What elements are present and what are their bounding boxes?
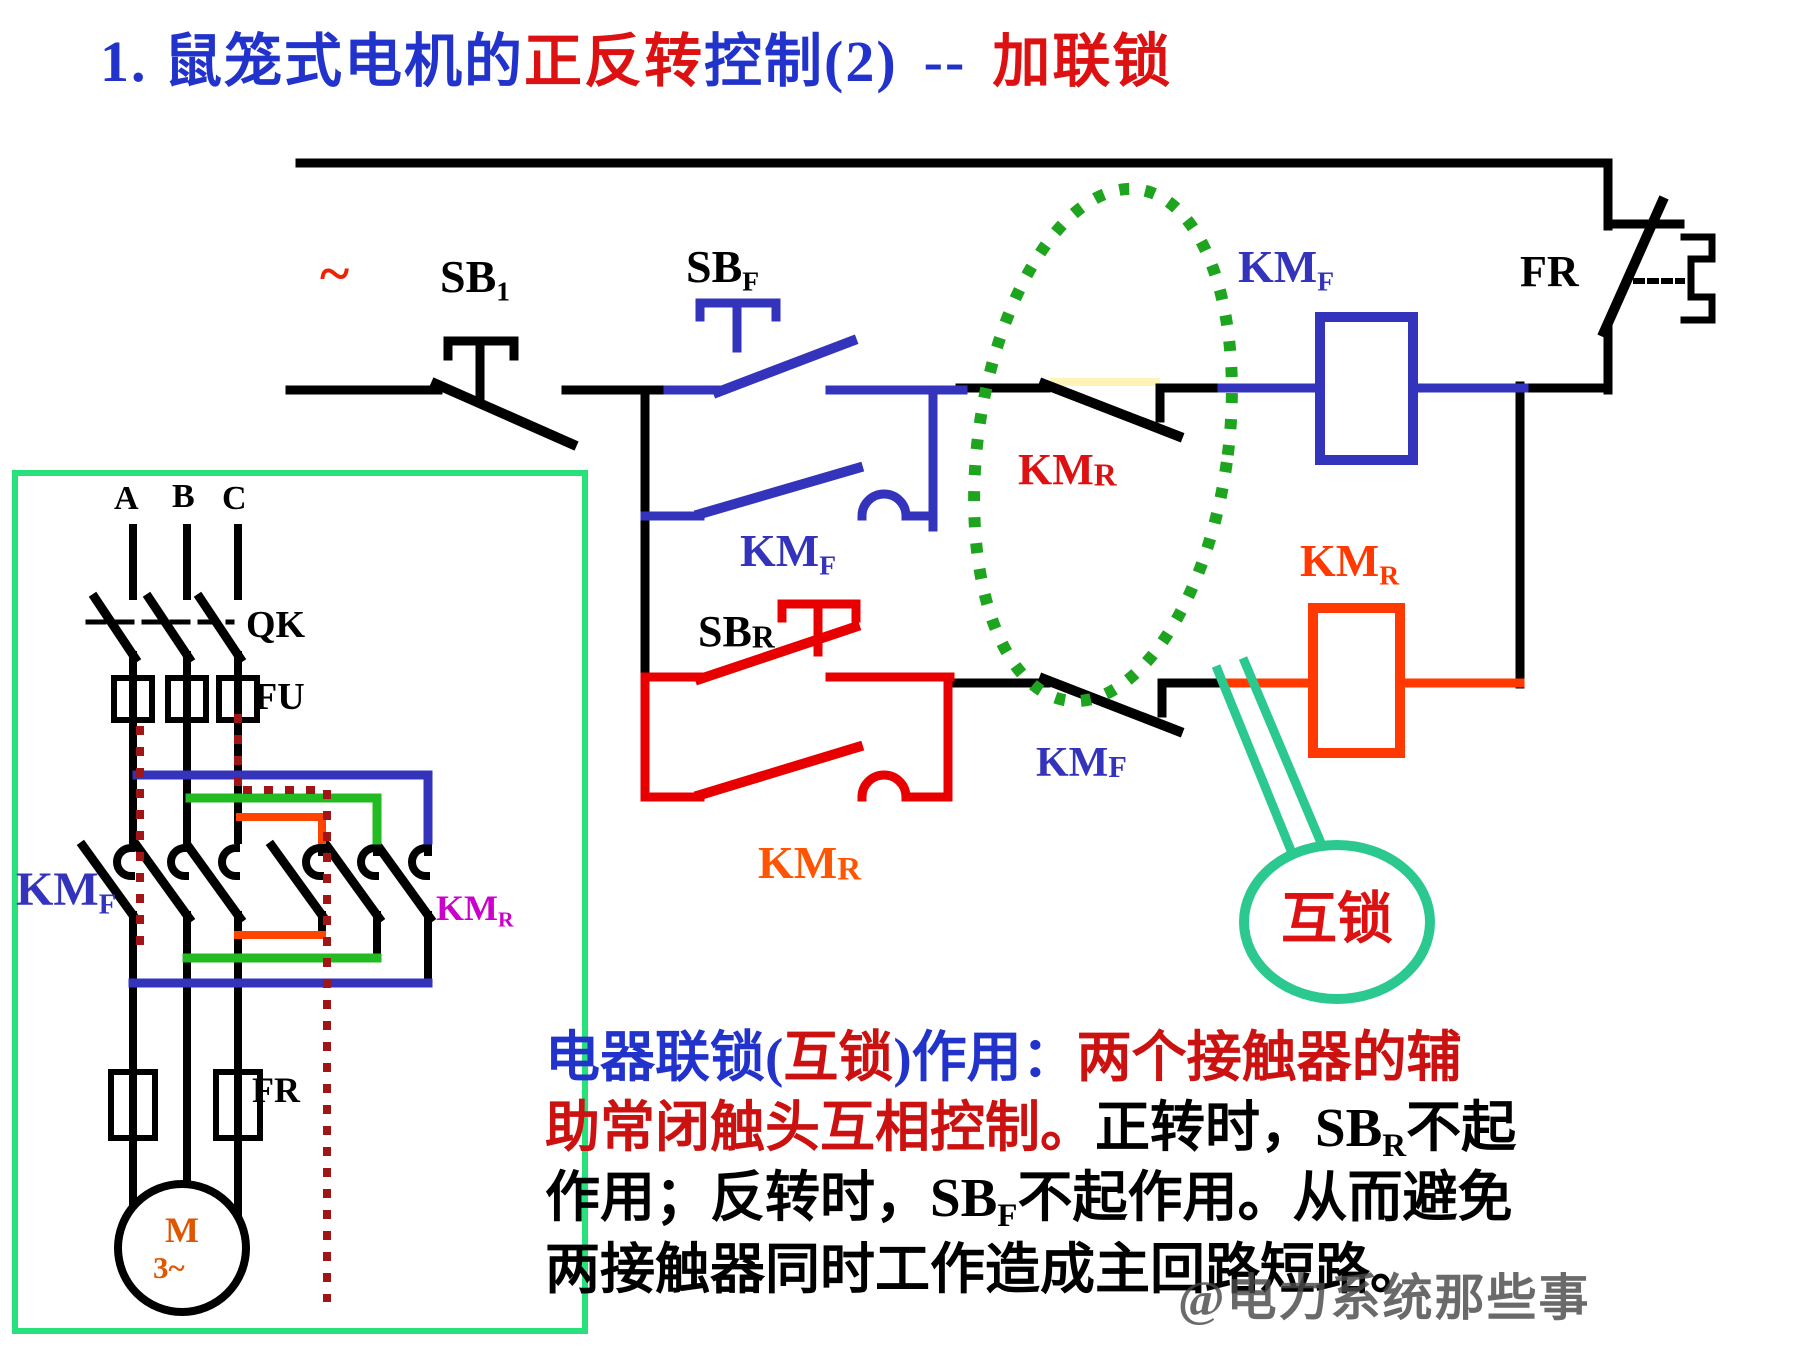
main-panel-border [12, 470, 588, 1334]
interlock-callout-text: 互锁 [1281, 889, 1393, 951]
label-sbr: SBR [698, 607, 775, 656]
bottom-text-line1: 电器联锁(互锁)作用：两个接触器的辅 [545, 1027, 1462, 1088]
page-title: 1. 鼠笼式电机的正反转控制(2) -- 加联锁 [100, 14, 1172, 98]
label-kmf-nc: KMF [1036, 740, 1127, 786]
kmr-coil-group [1221, 603, 1525, 758]
callout-bubble [1211, 656, 1435, 1004]
bottom-text-line2: 助常闭触头互相控制。正转时，SBR不起 [545, 1097, 1517, 1164]
bottom-text-line3: 作用；反转时，SBF不起作用。从而避免 [545, 1167, 1513, 1234]
label-fu: FU [254, 676, 305, 718]
label-kmr-hold: KMR [758, 837, 862, 888]
mechanical-linkage-dotted [136, 714, 331, 1302]
title-part3: 控制(2) [704, 29, 898, 94]
title-part4: 加联锁 [992, 29, 1173, 94]
label-kmf-main: KMF [16, 863, 117, 921]
label-kmf-hold: KMF [740, 525, 837, 581]
control-blue-forward [640, 298, 1529, 532]
label-sb1: SB1 [440, 251, 511, 307]
phase-b-label: B [172, 478, 195, 515]
title-part2: 正反转 [524, 29, 705, 94]
label-kmr-nc: KMR [1018, 445, 1117, 494]
label-fr-main: FR [252, 1070, 300, 1110]
main-black-wires [76, 524, 437, 1316]
control-red-reverse [640, 599, 955, 802]
ac-supply-tilde: ~ [320, 243, 350, 305]
label-sbf: SBF [686, 241, 760, 297]
motor-3ph-label: 3~ [153, 1250, 185, 1285]
motor-m-label: M [165, 1210, 199, 1250]
bottom-text-line4: 两接触器同时工作造成主回路短路。 [545, 1239, 1426, 1300]
main-colored-wires [128, 770, 433, 988]
label-kmf-coil: KMF [1238, 241, 1335, 297]
label-fr-contact: FR [1520, 247, 1579, 296]
title-part1: 1. 鼠笼式电机的 [100, 29, 525, 94]
watermark: @电力系统那些事 [1178, 1270, 1591, 1326]
label-kmr-main: KMR [436, 888, 514, 932]
phase-a-label: A [114, 480, 139, 517]
label-kmr-coil: KMR [1300, 535, 1400, 591]
phase-c-label: C [222, 480, 247, 517]
title-dash: -- [923, 29, 967, 94]
interlock-ellipse [968, 182, 1238, 708]
control-black-wires [285, 158, 1716, 738]
label-qk: QK [246, 604, 306, 646]
